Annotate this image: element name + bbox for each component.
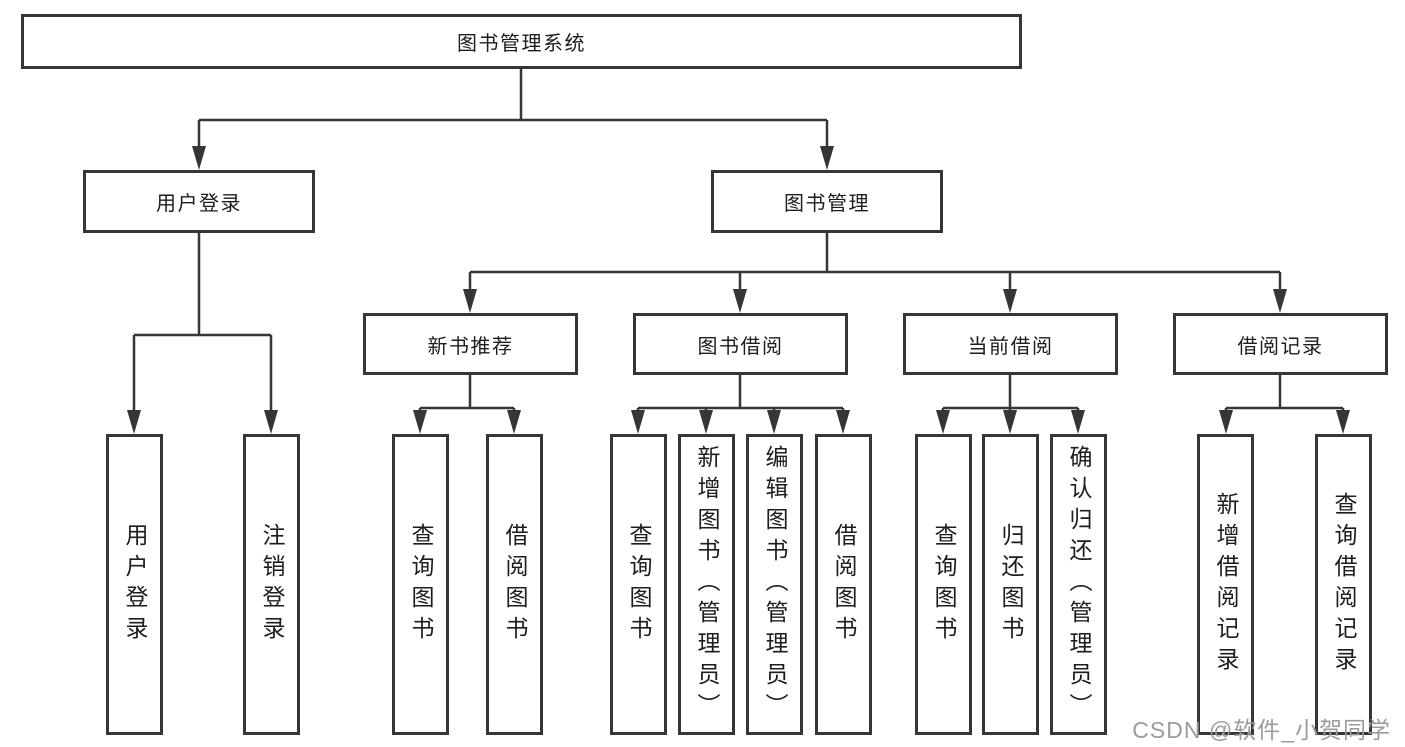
leaf-label: 新增借阅记录 [1213, 491, 1239, 678]
node-root: 图书管理系统 [21, 14, 1022, 69]
leaf-borrow-add-admin: 新增图书（管理员） [678, 434, 735, 735]
leaf-label: 归还图书 [998, 522, 1024, 647]
leaf-label: 借阅图书 [831, 522, 857, 647]
leaf-label: 确认归还（管理员） [1066, 445, 1092, 724]
leaf-label: 借阅图书 [502, 522, 528, 647]
node-borrow: 图书借阅 [633, 313, 848, 375]
node-new-books-label: 新书推荐 [427, 335, 514, 358]
node-records: 借阅记录 [1173, 313, 1388, 375]
leaf-label: 注销登录 [259, 522, 285, 647]
leaf-user-login: 用户登录 [106, 434, 163, 735]
leaf-borrow-borrow: 借阅图书 [815, 434, 872, 735]
node-user-login-label: 用户登录 [156, 193, 242, 215]
leaf-label: 新增图书（管理员） [694, 445, 720, 724]
leaf-label: 查询图书 [931, 522, 957, 647]
leaf-records-query: 查询借阅记录 [1315, 434, 1372, 735]
leaf-current-query: 查询图书 [915, 434, 972, 735]
leaf-label: 查询图书 [408, 522, 434, 647]
csdn-watermark: CSDN @软件_小贺同学 [1132, 717, 1391, 743]
leaf-label: 查询借阅记录 [1331, 491, 1357, 678]
node-current: 当前借阅 [903, 313, 1118, 375]
node-book-mgmt: 图书管理 [711, 170, 943, 233]
node-user-login: 用户登录 [83, 170, 315, 233]
node-records-label: 借阅记录 [1237, 335, 1324, 358]
leaf-current-return: 归还图书 [982, 434, 1039, 735]
leaf-records-add: 新增借阅记录 [1197, 434, 1254, 735]
tree-edges [134, 69, 1343, 410]
node-book-mgmt-label: 图书管理 [784, 193, 870, 215]
leaf-label: 查询图书 [626, 522, 652, 647]
leaf-logout: 注销登录 [243, 434, 300, 735]
node-root-label: 图书管理系统 [457, 33, 586, 55]
node-borrow-label: 图书借阅 [697, 335, 784, 358]
node-current-label: 当前借阅 [967, 335, 1054, 358]
node-new-books: 新书推荐 [363, 313, 578, 375]
leaf-label: 编辑图书（管理员） [762, 445, 788, 724]
leaf-label: 用户登录 [122, 522, 148, 647]
leaf-current-confirm-admin: 确认归还（管理员） [1050, 434, 1107, 735]
arrowheads [127, 120, 1350, 434]
leaf-borrow-query: 查询图书 [610, 434, 667, 735]
leaf-newbooks-query: 查询图书 [392, 434, 449, 735]
leaf-borrow-edit-admin: 编辑图书（管理员） [746, 434, 803, 735]
leaf-newbooks-borrow: 借阅图书 [486, 434, 543, 735]
